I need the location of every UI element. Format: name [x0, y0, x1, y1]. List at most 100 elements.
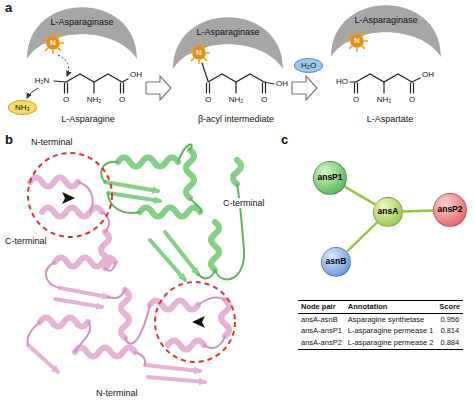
interaction-line — [347, 222, 377, 251]
sun-ray — [350, 46, 352, 48]
double-bond — [413, 83, 414, 93]
table-value: 0.956 — [440, 315, 459, 324]
atom-label: O — [118, 95, 126, 104]
sun-ray — [46, 48, 48, 50]
atom-label: NH₂ — [228, 95, 245, 104]
sun-ray — [198, 43, 200, 46]
table-value: ansA-asnB — [301, 315, 338, 324]
release-arrow — [27, 88, 38, 98]
panel-letter: b — [4, 133, 14, 148]
nucleophile-letter: N — [50, 38, 56, 47]
protein-name: ansP1 — [317, 173, 342, 183]
sun-ray — [46, 36, 48, 38]
table-cell: L-asparagine permease 1 — [345, 325, 436, 337]
sun-ray — [198, 61, 200, 64]
nucleophile-letter: N — [196, 48, 202, 57]
atom-label: HO — [335, 77, 349, 86]
table-value: Asparagine synthetase — [348, 315, 424, 324]
table-heading: Score — [439, 302, 460, 311]
helix — [40, 318, 88, 327]
helix — [221, 300, 229, 336]
helix — [140, 208, 200, 217]
network-node: ansP2 — [433, 193, 467, 227]
atom-label: OH — [129, 70, 143, 79]
helix — [211, 222, 219, 270]
loop — [105, 262, 115, 271]
table-cell: Asparagine synthetase — [345, 313, 436, 325]
bond — [202, 63, 208, 81]
sun-ray — [204, 58, 206, 60]
loop — [135, 352, 145, 365]
strand — [105, 182, 158, 191]
bond-chain — [208, 74, 264, 82]
highlight-circle — [155, 282, 235, 362]
atom-label: H₂N — [34, 76, 51, 85]
loop — [190, 198, 201, 212]
network-node: asnB — [321, 247, 351, 277]
molecule-name: H₂O — [301, 61, 316, 70]
nucleophile-icon: N — [42, 32, 64, 54]
loop — [78, 182, 93, 212]
crescent-fill — [173, 17, 283, 69]
double-bond — [262, 83, 263, 93]
crescent-shape — [26, 4, 138, 60]
loop — [178, 144, 192, 162]
molecule-bubble: NH₃ — [8, 100, 37, 115]
sun-ray — [61, 42, 64, 44]
strands — [105, 182, 198, 280]
strands — [28, 288, 205, 382]
loop — [28, 322, 41, 345]
panel-letter: a — [4, 1, 13, 16]
protein-pink — [28, 178, 230, 383]
table-value: 0.884 — [440, 338, 459, 347]
loop — [46, 262, 60, 288]
double-bond — [64, 83, 65, 93]
helix — [186, 150, 194, 198]
strand — [145, 365, 200, 371]
table-value: ansA-ansP1 — [301, 326, 342, 335]
nucleophile-icon: N — [346, 30, 368, 52]
double-bond — [410, 83, 411, 93]
sun-ray — [52, 33, 54, 36]
double-bond — [206, 83, 207, 93]
loops — [28, 182, 226, 365]
sun-ray — [347, 40, 350, 42]
loop — [198, 270, 215, 278]
panel-letter: c — [280, 133, 289, 148]
atom-label: O — [62, 95, 70, 104]
terminus-label: N-terminal — [30, 137, 74, 147]
sun-ray — [207, 52, 210, 54]
bond-chain — [356, 74, 412, 82]
sun-ray — [350, 34, 352, 36]
double-bond — [265, 83, 266, 93]
step-arrow — [292, 76, 317, 100]
table-header: Node pairAnnotationScore — [298, 301, 463, 314]
loop — [75, 322, 90, 352]
table-cell: ansA-asnB — [298, 313, 345, 325]
helix — [121, 290, 129, 338]
strand — [165, 232, 198, 274]
table-row: ansA-ansP1L-asparagine permease 10.814 — [298, 325, 463, 337]
sun-ray — [58, 36, 60, 38]
table-cell: 0.884 — [436, 337, 463, 349]
protein-name: asnB — [326, 257, 347, 267]
sun-ray — [362, 46, 364, 48]
enzyme-crescent: L-AsparaginaseN — [172, 14, 284, 70]
double-bond — [354, 83, 355, 93]
step-arrow — [146, 76, 171, 100]
atom-label: NH₂ — [86, 95, 103, 104]
sun-ray — [43, 42, 46, 44]
strand — [148, 377, 205, 382]
enzyme-crescent: L-AsparaginaseN — [26, 4, 138, 60]
highlight-circle — [28, 153, 112, 237]
atom-label: NH₂ — [376, 95, 393, 104]
pointer-arrow — [192, 316, 205, 328]
helix — [42, 208, 102, 217]
strand — [28, 345, 58, 372]
helix — [118, 158, 178, 167]
table-cell: ansA-ansP2 — [298, 337, 345, 349]
helix — [75, 348, 135, 357]
network-node: ansP1 — [313, 161, 347, 195]
helix — [168, 341, 204, 350]
